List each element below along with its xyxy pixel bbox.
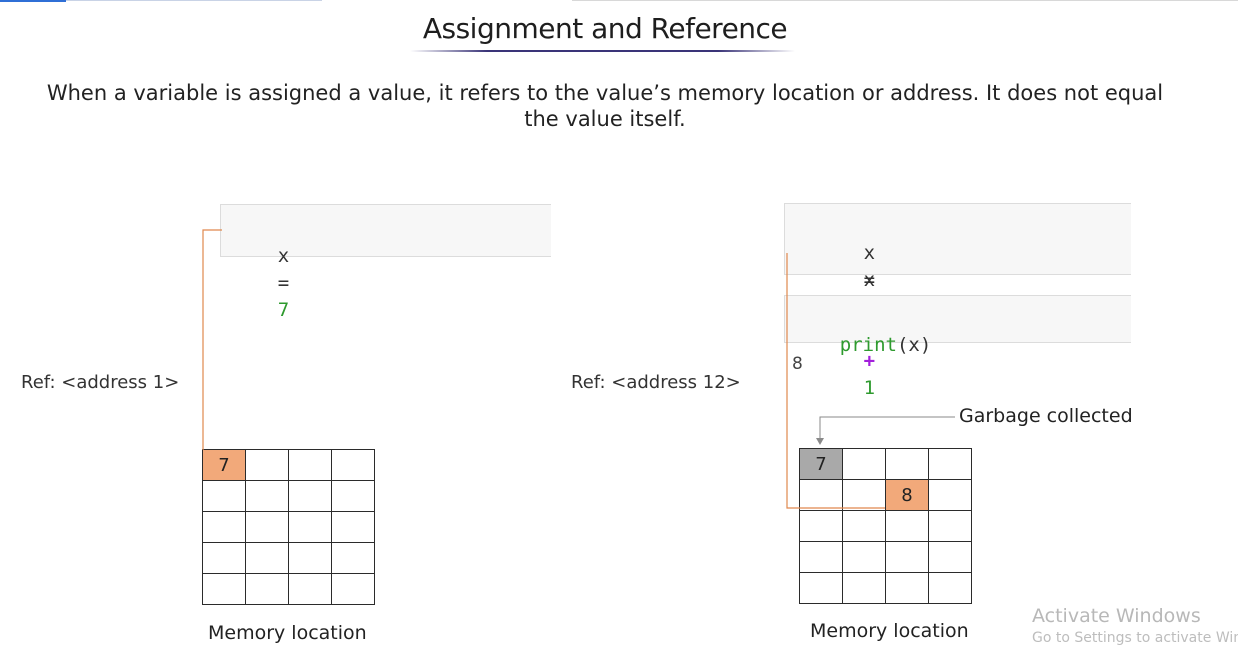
left-code-cell[interactable]: x = 7: [220, 204, 551, 321]
memory-cell: [799, 572, 843, 604]
memory-cell: [245, 449, 289, 481]
left-ref-label: Ref: <address 1>: [21, 372, 180, 393]
memory-cell: [842, 479, 886, 511]
activation-watermark-title: Activate Windows: [1032, 605, 1201, 627]
code-number: 7: [277, 299, 290, 321]
memory-cell: [928, 510, 972, 542]
right-memory-label: Memory location: [810, 620, 969, 642]
memory-cell: [331, 542, 375, 574]
memory-cell: [885, 572, 929, 604]
memory-cell: [842, 572, 886, 604]
top-divider-left: [66, 0, 322, 1]
top-divider-right: [572, 0, 1238, 1]
gc-pointer-line: [819, 416, 955, 440]
memory-row: [202, 480, 375, 512]
memory-cell: 8: [885, 479, 929, 511]
print-output: 8: [792, 354, 803, 374]
slide-description: When a variable is assigned a value, it …: [46, 81, 1164, 131]
memory-cell: [331, 573, 375, 605]
memory-row: [202, 573, 375, 605]
print-code-cell[interactable]: print(x): [784, 295, 1131, 356]
print-argument: (x): [896, 334, 932, 356]
top-accent-bar: [0, 0, 66, 2]
memory-cell: [331, 449, 375, 481]
memory-row: [799, 510, 972, 542]
memory-cell: [331, 511, 375, 543]
memory-cell: [288, 449, 332, 481]
print-function: print: [839, 334, 897, 356]
memory-cell: [885, 541, 929, 573]
memory-cell: [245, 573, 289, 605]
code-var: x: [277, 245, 290, 267]
memory-cell: [885, 448, 929, 480]
memory-row: [202, 542, 375, 574]
left-memory-label: Memory location: [208, 622, 367, 644]
slide-title: Assignment and Reference: [422, 12, 788, 45]
right-ref-label: Ref: <address 12>: [571, 372, 741, 393]
right-code-cell[interactable]: x = 7 x = x + 1: [784, 203, 1131, 399]
title-underline: [410, 50, 795, 52]
left-memory-grid: 7: [202, 449, 375, 605]
memory-cell: [202, 480, 246, 512]
gc-arrowhead-icon: [816, 438, 824, 445]
activation-watermark-subtitle: Go to Settings to activate Wind: [1032, 630, 1238, 646]
memory-cell: [928, 572, 972, 604]
memory-cell: [245, 542, 289, 574]
left-reference-line: [202, 229, 222, 450]
memory-cell: [331, 480, 375, 512]
code-operator: =: [277, 272, 290, 294]
garbage-collected-label: Garbage collected: [959, 405, 1133, 427]
memory-cell: 7: [202, 449, 246, 481]
memory-row: 7: [202, 449, 375, 481]
memory-cell: [202, 511, 246, 543]
memory-row: [799, 541, 972, 573]
memory-cell: [885, 510, 929, 542]
memory-cell: [202, 573, 246, 605]
memory-row: [799, 572, 972, 604]
memory-cell: 7: [799, 448, 843, 480]
memory-cell: [288, 573, 332, 605]
right-reference-line: [786, 253, 885, 509]
memory-cell: [928, 479, 972, 511]
memory-cell: [245, 480, 289, 512]
